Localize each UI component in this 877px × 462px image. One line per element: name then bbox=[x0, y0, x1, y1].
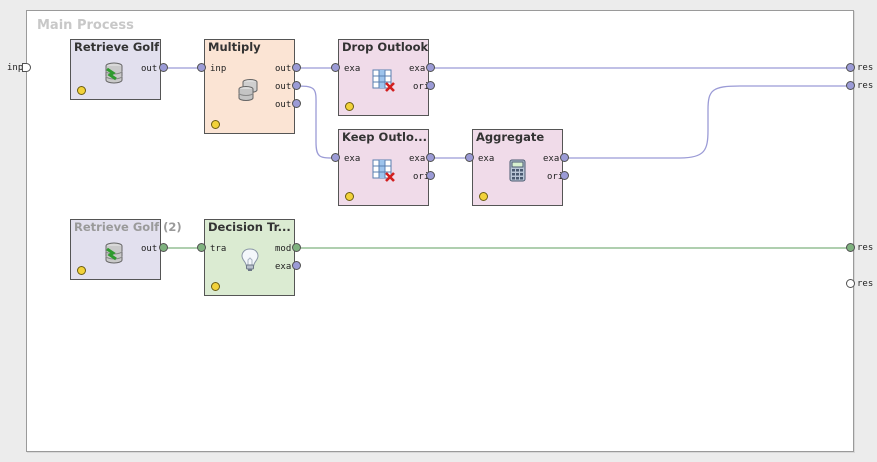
table-remove-attribute-icon bbox=[372, 69, 395, 92]
port-retrieve-golf-out[interactable] bbox=[159, 63, 168, 72]
process-input-port[interactable] bbox=[22, 63, 31, 72]
operator-decision-tree[interactable]: Decision Tr... tra mod exa bbox=[204, 219, 295, 296]
port-tree-mod[interactable] bbox=[292, 243, 301, 252]
port-label-out-3: out bbox=[275, 100, 292, 110]
operator-aggregate[interactable]: Aggregate exa exa ori bbox=[472, 129, 563, 206]
port-label-exa-out: exa bbox=[409, 154, 426, 164]
wire-multiply-to-keep bbox=[297, 85, 336, 159]
port-label-ori: ori bbox=[413, 172, 430, 182]
operator-retrieve-golf-2[interactable]: Retrieve Golf (2) out bbox=[70, 219, 182, 280]
port-multiply-inp[interactable] bbox=[197, 63, 206, 72]
port-multiply-out-2[interactable] bbox=[292, 81, 301, 90]
port-label-exa-out: exa bbox=[409, 64, 426, 74]
operator-title: Multiply bbox=[208, 40, 261, 54]
port-label-exa-in: exa bbox=[344, 154, 361, 164]
port-multiply-out-1[interactable] bbox=[292, 63, 301, 72]
database-stack-icon bbox=[238, 79, 258, 101]
status-indicator bbox=[479, 192, 488, 201]
status-indicator bbox=[211, 120, 220, 129]
operator-title: Retrieve Golf (2) bbox=[74, 220, 182, 234]
port-keep-exa-out[interactable] bbox=[426, 153, 435, 162]
result-port-2[interactable] bbox=[846, 81, 855, 90]
port-keep-exa-in[interactable] bbox=[331, 153, 340, 162]
operator-title: Keep Outlo... bbox=[342, 130, 427, 144]
result-port-4[interactable] bbox=[846, 279, 855, 288]
operator-title: Retrieve Golf bbox=[74, 40, 160, 54]
port-label-ori: ori bbox=[547, 172, 564, 182]
result-port-label-2: res bbox=[857, 81, 874, 91]
port-retrieve-golf-2-out[interactable] bbox=[159, 243, 168, 252]
status-indicator bbox=[77, 86, 86, 95]
port-label-ori: ori bbox=[413, 82, 430, 92]
process-canvas[interactable] bbox=[26, 10, 854, 452]
port-label-exa-in: exa bbox=[478, 154, 495, 164]
port-drop-exa-in[interactable] bbox=[331, 63, 340, 72]
result-port-label-3: res bbox=[857, 243, 874, 253]
port-aggregate-exa-in[interactable] bbox=[465, 153, 474, 162]
database-retrieve-icon bbox=[105, 242, 123, 264]
port-label-exa-out: exa bbox=[543, 154, 560, 164]
status-indicator bbox=[77, 266, 86, 275]
calculator-icon bbox=[509, 159, 526, 182]
port-drop-ori[interactable] bbox=[426, 81, 435, 90]
result-port-label-4: res bbox=[857, 279, 874, 289]
lightbulb-icon bbox=[241, 248, 259, 271]
status-indicator bbox=[345, 102, 354, 111]
table-remove-attribute-icon bbox=[372, 159, 395, 182]
port-tree-tra[interactable] bbox=[197, 243, 206, 252]
result-port-label-1: res bbox=[857, 63, 874, 73]
port-label-out: out bbox=[141, 64, 158, 74]
port-tree-exa[interactable] bbox=[292, 261, 301, 270]
operator-title: Aggregate bbox=[476, 130, 545, 144]
port-label-mod: mod bbox=[275, 244, 292, 254]
port-label-out-2: out bbox=[275, 82, 292, 92]
operator-multiply[interactable]: Multiply inp out out out bbox=[204, 39, 295, 134]
operator-drop-outlook[interactable]: Drop Outlook exa exa ori bbox=[338, 39, 429, 116]
operator-title: Decision Tr... bbox=[208, 220, 291, 234]
port-multiply-out-3[interactable] bbox=[292, 99, 301, 108]
port-label-out: out bbox=[141, 244, 158, 254]
port-keep-ori[interactable] bbox=[426, 171, 435, 180]
port-label-exa-in: exa bbox=[344, 64, 361, 74]
port-label-inp: inp bbox=[210, 64, 227, 74]
operator-retrieve-golf[interactable]: Retrieve Golf out bbox=[70, 39, 161, 100]
database-retrieve-icon bbox=[105, 62, 123, 84]
process-title: Main Process bbox=[37, 18, 134, 33]
port-aggregate-exa-out[interactable] bbox=[560, 153, 569, 162]
port-label-exa: exa bbox=[275, 262, 292, 272]
port-drop-exa-out[interactable] bbox=[426, 63, 435, 72]
status-indicator bbox=[345, 192, 354, 201]
operator-title: Drop Outlook bbox=[342, 40, 429, 54]
wire-aggregate-to-res2 bbox=[566, 85, 847, 159]
result-port-3[interactable] bbox=[846, 243, 855, 252]
port-aggregate-ori[interactable] bbox=[560, 171, 569, 180]
process-input-label: inp bbox=[7, 63, 24, 73]
operator-keep-outlook[interactable]: Keep Outlo... exa exa ori bbox=[338, 129, 429, 206]
status-indicator bbox=[211, 282, 220, 291]
result-port-1[interactable] bbox=[846, 63, 855, 72]
port-label-tra: tra bbox=[210, 244, 227, 254]
port-label-out-1: out bbox=[275, 64, 292, 74]
